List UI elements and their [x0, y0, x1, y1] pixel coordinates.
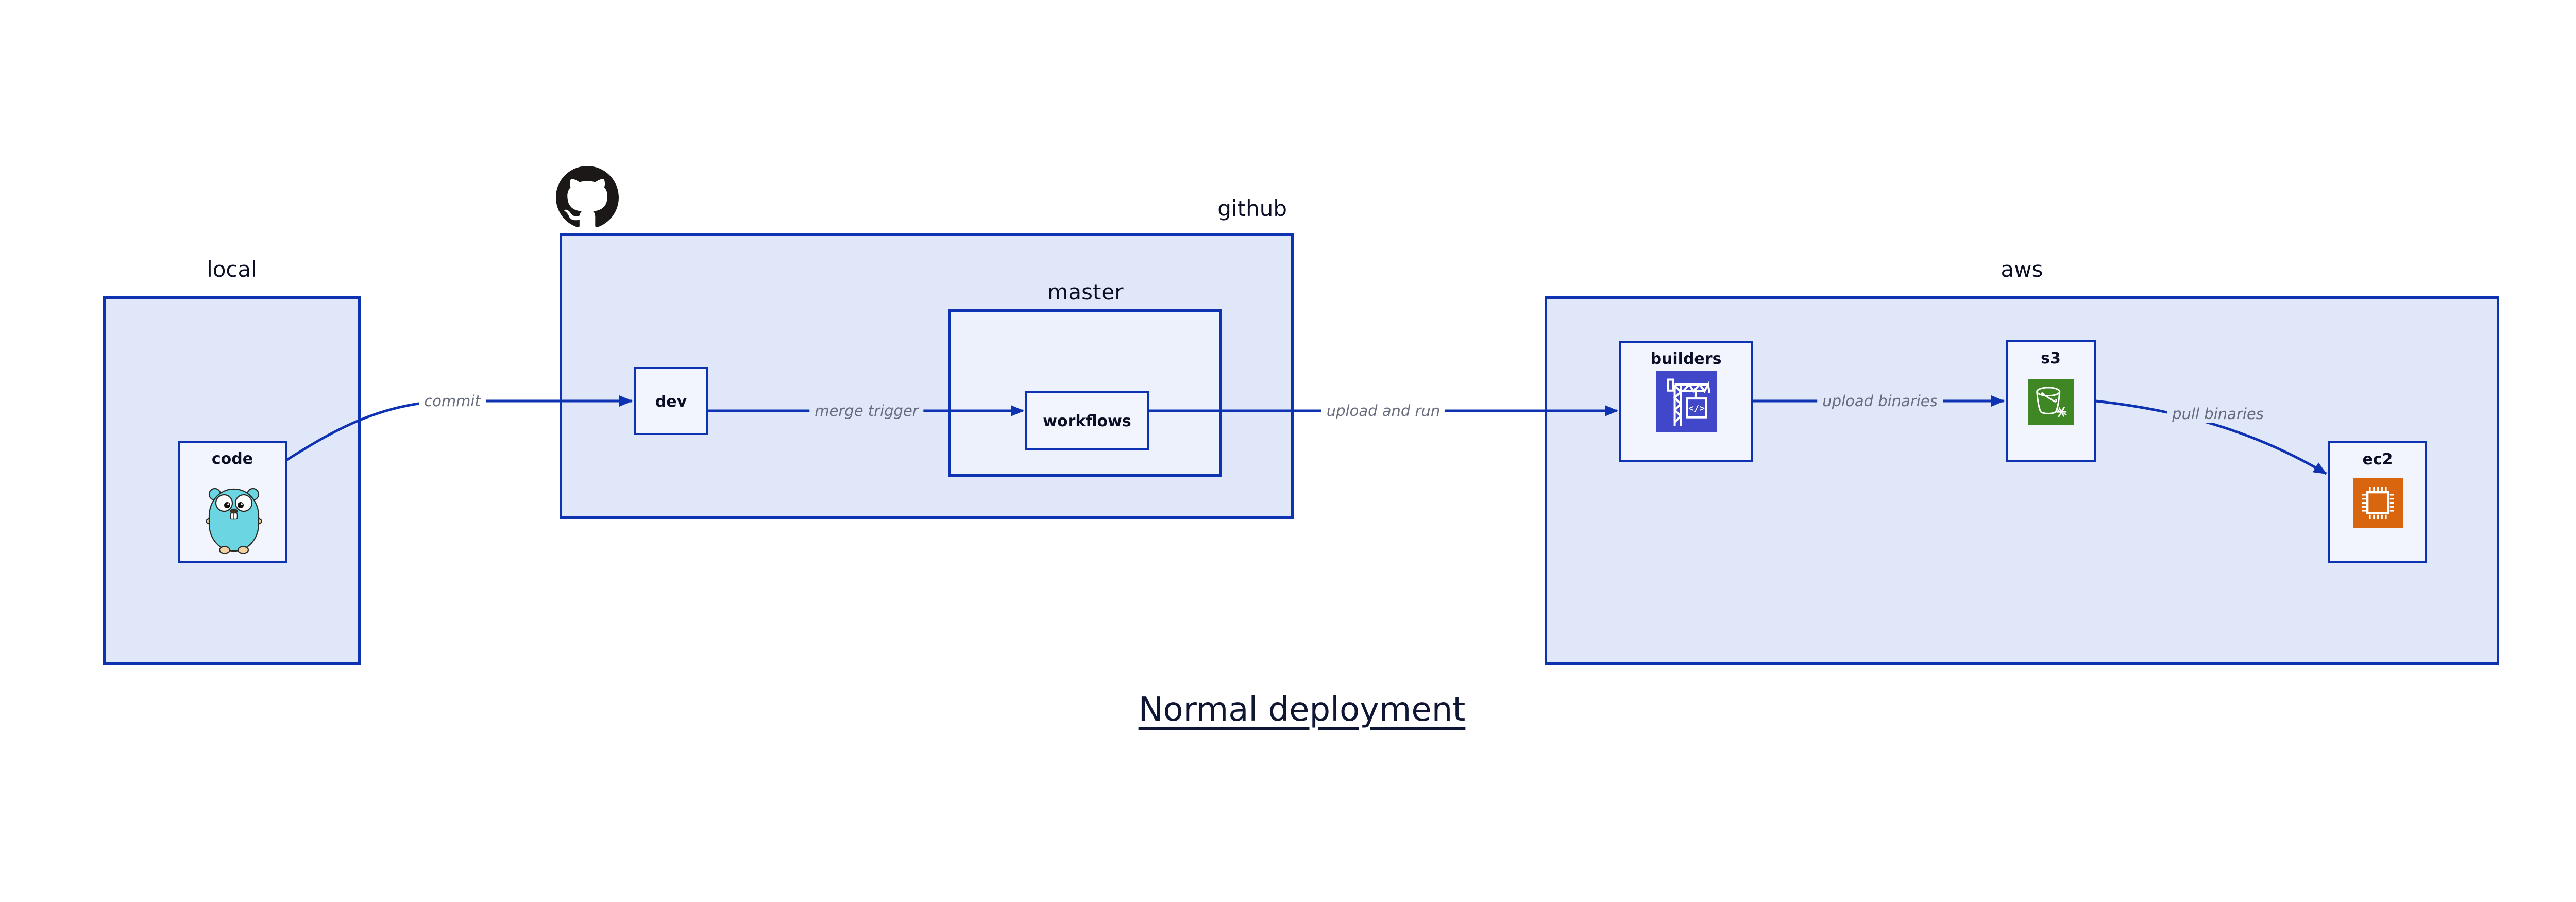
node-label-dev: dev: [655, 393, 687, 411]
node-label-workflows: workflows: [1043, 412, 1131, 430]
node-s3: s3: [2006, 340, 2096, 462]
container-label-github: github: [1217, 196, 1287, 221]
container-label-master: master: [1047, 279, 1124, 305]
aws-codebuild-icon: </>: [1656, 371, 1717, 432]
edge-label-upload-binaries: upload binaries: [1817, 392, 1943, 410]
go-gopher-icon: [206, 488, 262, 554]
node-label-ec2: ec2: [2362, 450, 2393, 469]
aws-s3-bucket-icon: [2028, 379, 2074, 425]
github-octocat-icon: [556, 166, 619, 227]
node-code: code: [178, 441, 287, 563]
node-builders: builders </>: [1619, 341, 1753, 462]
edge-pull-binaries: [2095, 399, 2327, 475]
aws-ec2-chip-icon: [2353, 478, 2403, 528]
node-dev: dev: [634, 367, 708, 435]
node-label-code: code: [211, 450, 253, 468]
node-label-s3: s3: [2041, 349, 2061, 368]
edge-label-commit: commit: [419, 392, 486, 410]
svg-text:</>: </>: [1688, 404, 1705, 414]
edge-label-merge-trigger: merge trigger: [809, 402, 924, 420]
container-label-aws: aws: [2001, 257, 2043, 282]
edge-label-pull-binaries: pull binaries: [2167, 405, 2269, 423]
diagram-title: Normal deployment: [1138, 691, 1466, 729]
node-label-builders: builders: [1650, 350, 1722, 368]
container-label-local: local: [207, 257, 257, 282]
node-workflows: workflows: [1025, 391, 1149, 450]
edge-label-upload-and-run: upload and run: [1321, 402, 1446, 420]
node-ec2: ec2: [2328, 441, 2427, 563]
